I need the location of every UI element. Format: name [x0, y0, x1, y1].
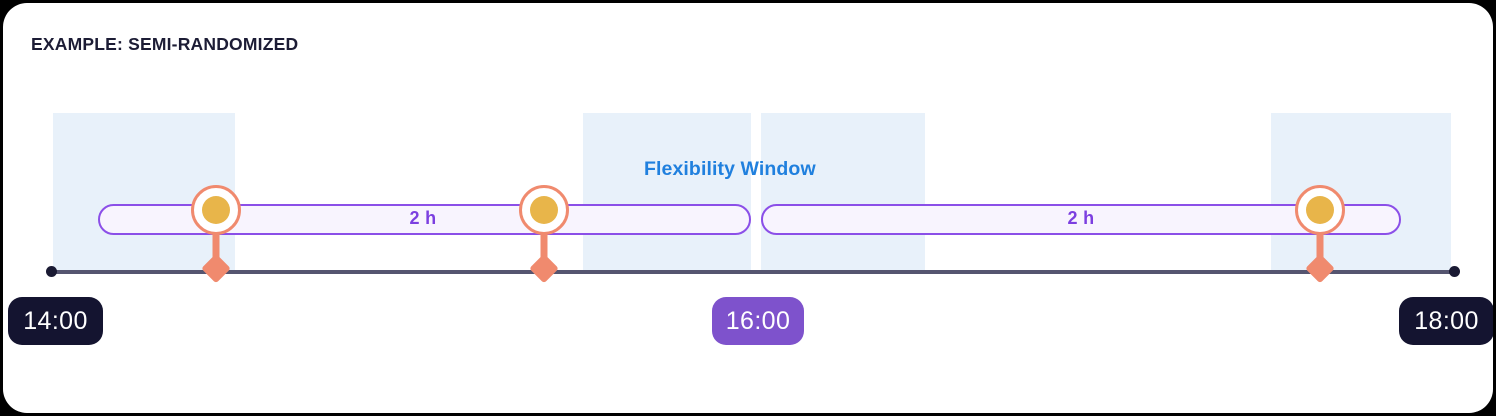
time-badge-start: 14:00: [8, 297, 103, 345]
axis-cap-start: [46, 266, 57, 277]
time-badge-mid: 16:00: [712, 297, 804, 345]
flexibility-window-label: Flexibility Window: [644, 158, 816, 180]
axis-cap-end: [1449, 266, 1460, 277]
session-1-duration-label: 2 h: [409, 208, 437, 228]
page-title: EXAMPLE: SEMI-RANDOMIZED: [31, 34, 299, 54]
marker-2-ring: [519, 185, 569, 235]
band-2: [583, 113, 751, 273]
timeline-axis: [51, 270, 1455, 274]
band-4: [1271, 113, 1451, 273]
band-3: [761, 113, 925, 273]
marker-2-handle-icon[interactable]: [530, 196, 558, 224]
marker-3-handle-icon[interactable]: [1306, 196, 1334, 224]
time-badge-end: 18:00: [1399, 297, 1493, 345]
marker-2-diamond-icon: [529, 253, 559, 284]
marker-2-stem: [540, 210, 548, 272]
session-2-pill[interactable]: [761, 204, 1401, 235]
session-2-duration-label: 2 h: [1067, 208, 1095, 228]
example-card: EXAMPLE: SEMI-RANDOMIZED Flexibility Win…: [3, 3, 1493, 413]
marker-3-stem: [1316, 210, 1324, 272]
marker-1-stem: [212, 210, 220, 272]
marker-1-handle-icon[interactable]: [202, 196, 230, 224]
